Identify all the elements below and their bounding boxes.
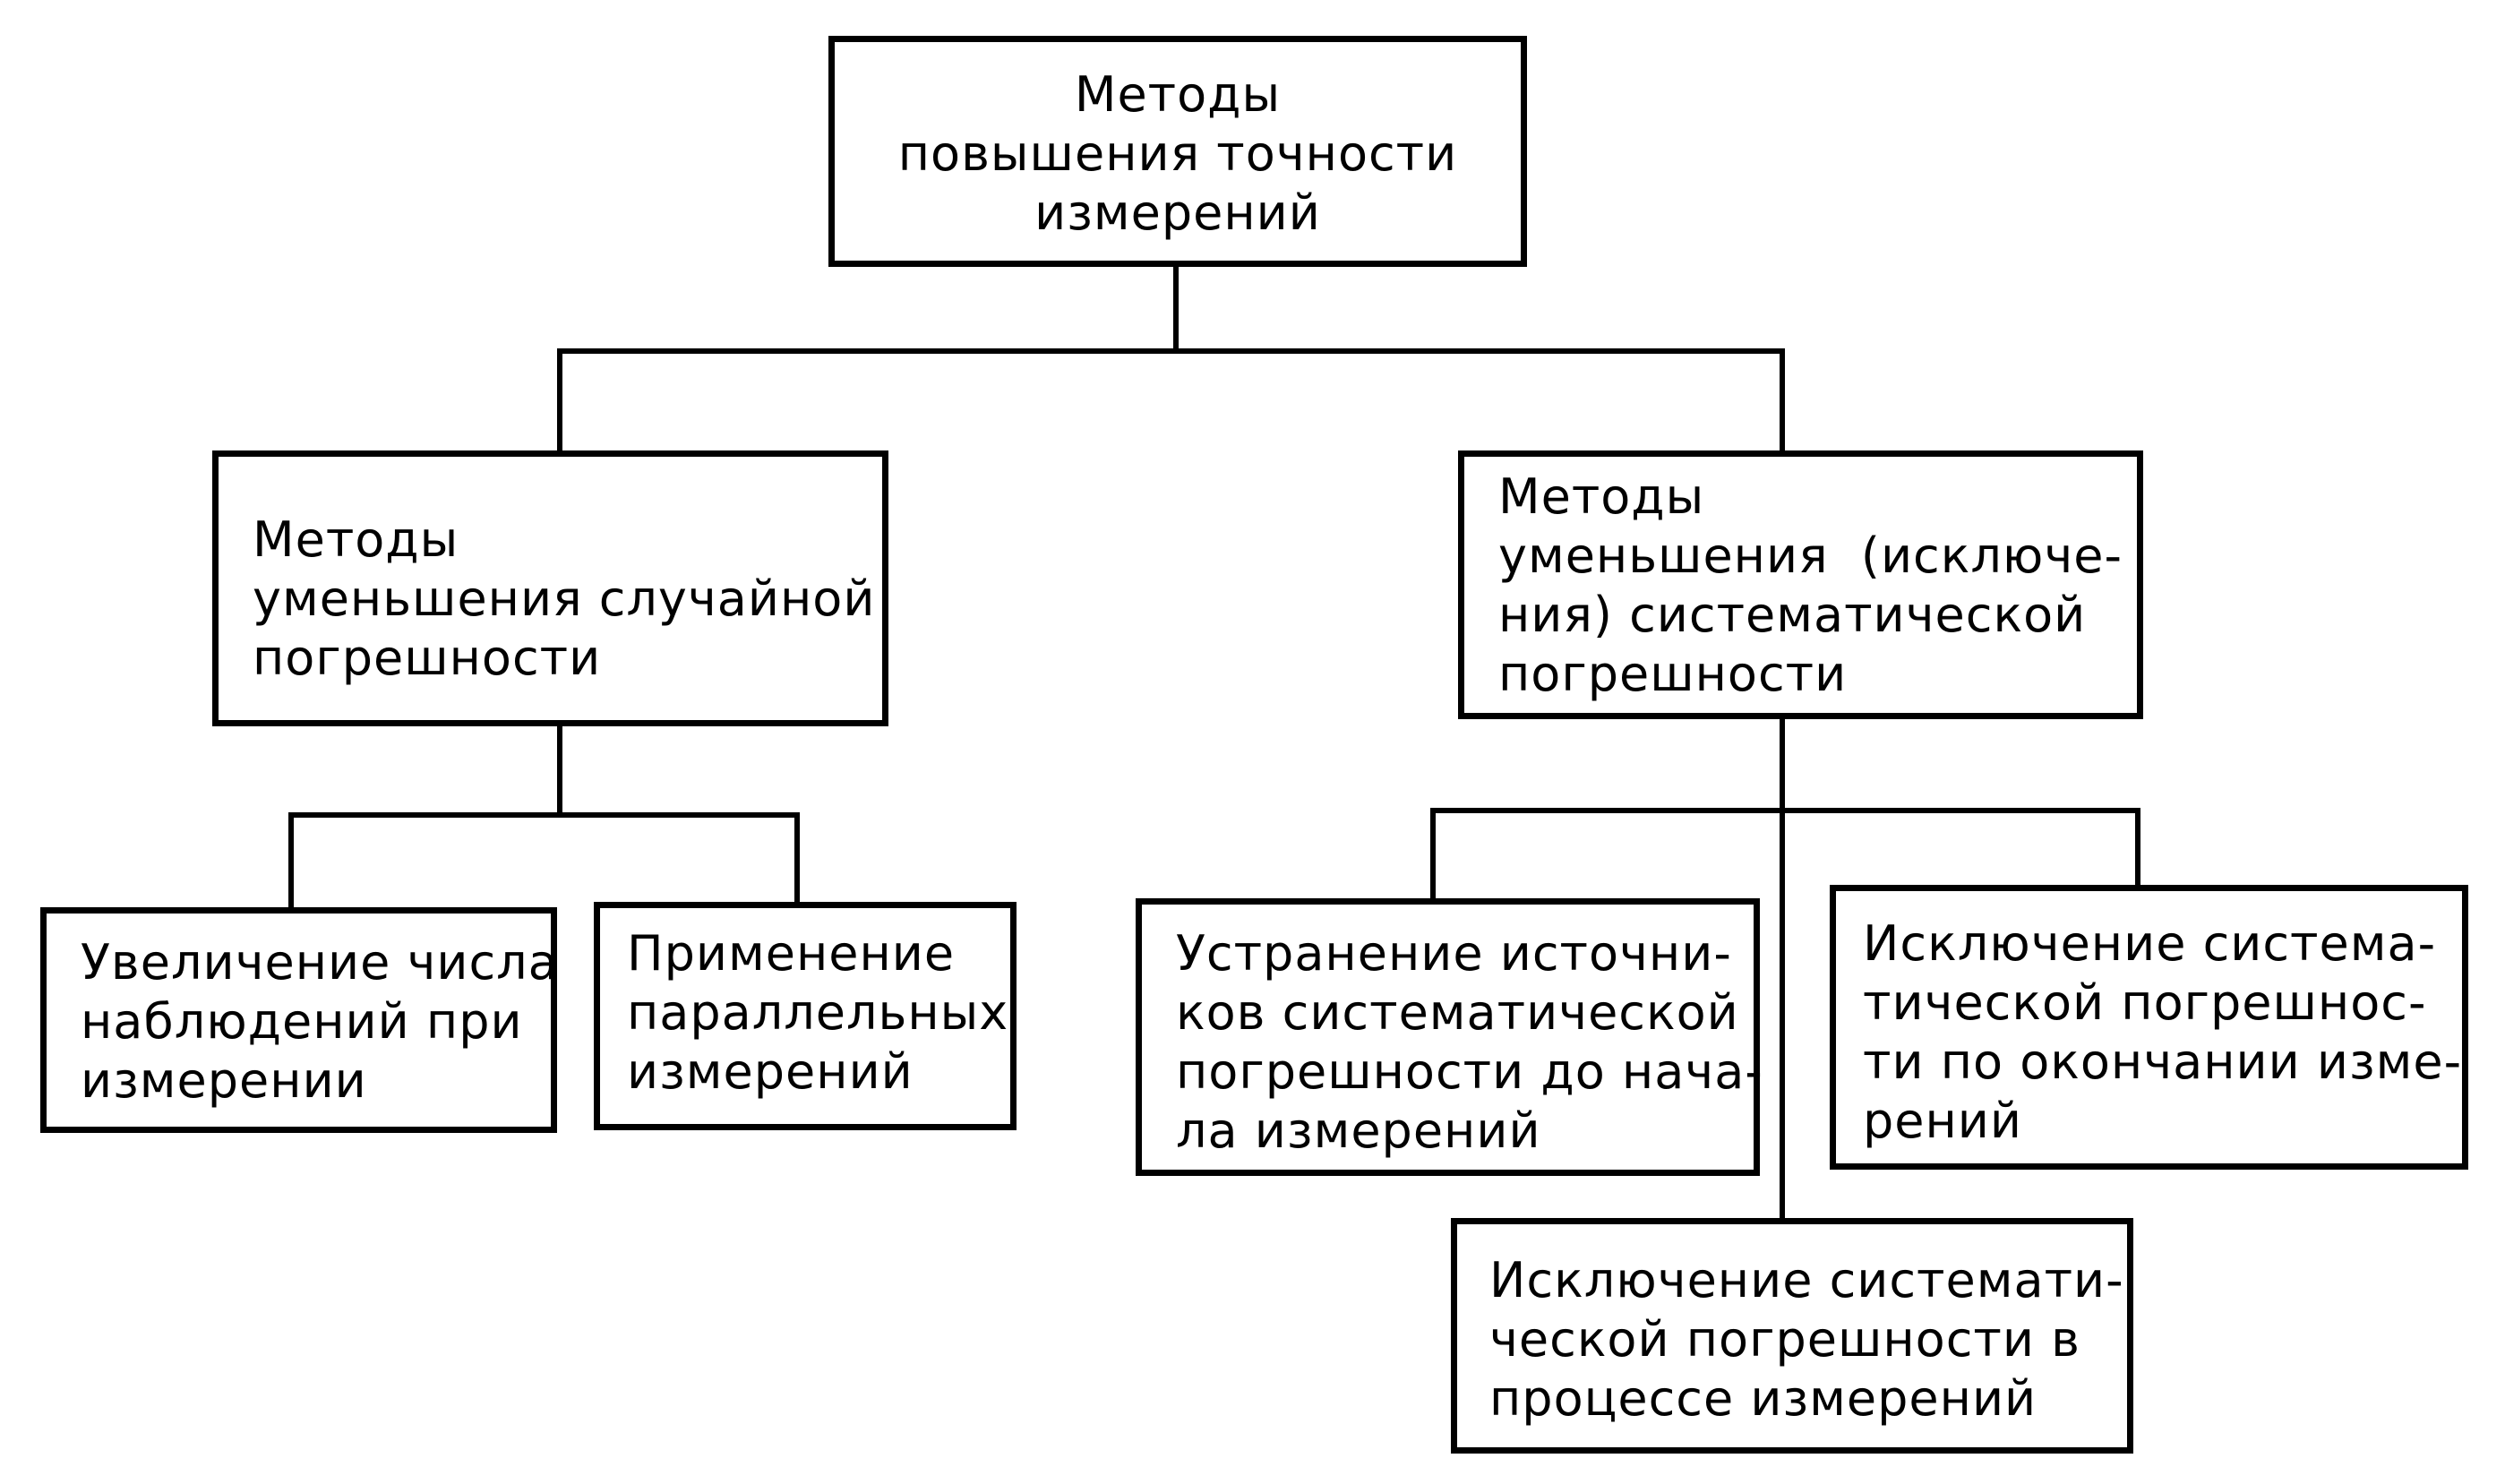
box-text-line: Применение (627, 925, 956, 982)
box-text-line: Методы (253, 511, 459, 568)
random-error-methods-box: Методы уменьшения случайной погрешности (212, 450, 888, 726)
box-text-line: тической погрешнос- (1863, 974, 2427, 1031)
box-text-line: погрешности (1498, 646, 1848, 702)
box-text-line: параллельных (627, 984, 1009, 1041)
increase-observations-box: Увеличение числа наблюдений при измерени… (40, 907, 559, 1133)
box-text-line: уменьшения случайной (253, 570, 876, 627)
exclude-during-measurement-box: Исключение системати- ческой погрешности… (1451, 1218, 2133, 1454)
exclude-after-measurement-box: Исключение система- тической погрешнос- … (1830, 885, 2468, 1170)
box-text-line: наблюдений при (81, 993, 523, 1050)
box-text-line: измерений (1034, 184, 1321, 241)
systematic-error-methods-box: Методы уменьшения (исключе- ния) система… (1458, 450, 2143, 719)
root-method-box: Методы повышения точности измерений (828, 36, 1527, 267)
box-text-line: Исключение система- (1863, 915, 2437, 972)
box-text-line: Методы (1498, 468, 1705, 525)
eliminate-sources-box: Устранение источни- ков систематической … (1136, 898, 1763, 1176)
box-text-line: Устранение источни- (1176, 925, 1732, 982)
box-text-line: погрешности до нача- (1176, 1043, 1763, 1100)
box-text-line: ла измерений (1176, 1102, 1541, 1159)
box-text-line: повышения точности (897, 125, 1458, 182)
box-text-line: погрешности (253, 630, 602, 686)
parallel-measurements-box: Применение параллельных измерений (594, 902, 1017, 1130)
box-text-line: измерений (627, 1043, 914, 1100)
box-text-line: измерении (81, 1052, 367, 1109)
box-text-line: Исключение системати- (1489, 1252, 2124, 1308)
box-text-line: рений (1863, 1093, 2022, 1149)
box-text-line: уменьшения (исключе- (1498, 528, 2123, 584)
box-text-line: ков систематической (1176, 984, 1739, 1041)
box-text-line: ния) систематической (1498, 587, 2087, 643)
box-text-line: ти по окончании изме- (1863, 1034, 2463, 1090)
box-text-line: Увеличение числа (81, 934, 559, 991)
box-text-line: ческой погрешности в (1489, 1311, 2080, 1368)
box-text-line: процессе измерений (1489, 1370, 2037, 1427)
box-text-line: Методы (1074, 66, 1282, 123)
